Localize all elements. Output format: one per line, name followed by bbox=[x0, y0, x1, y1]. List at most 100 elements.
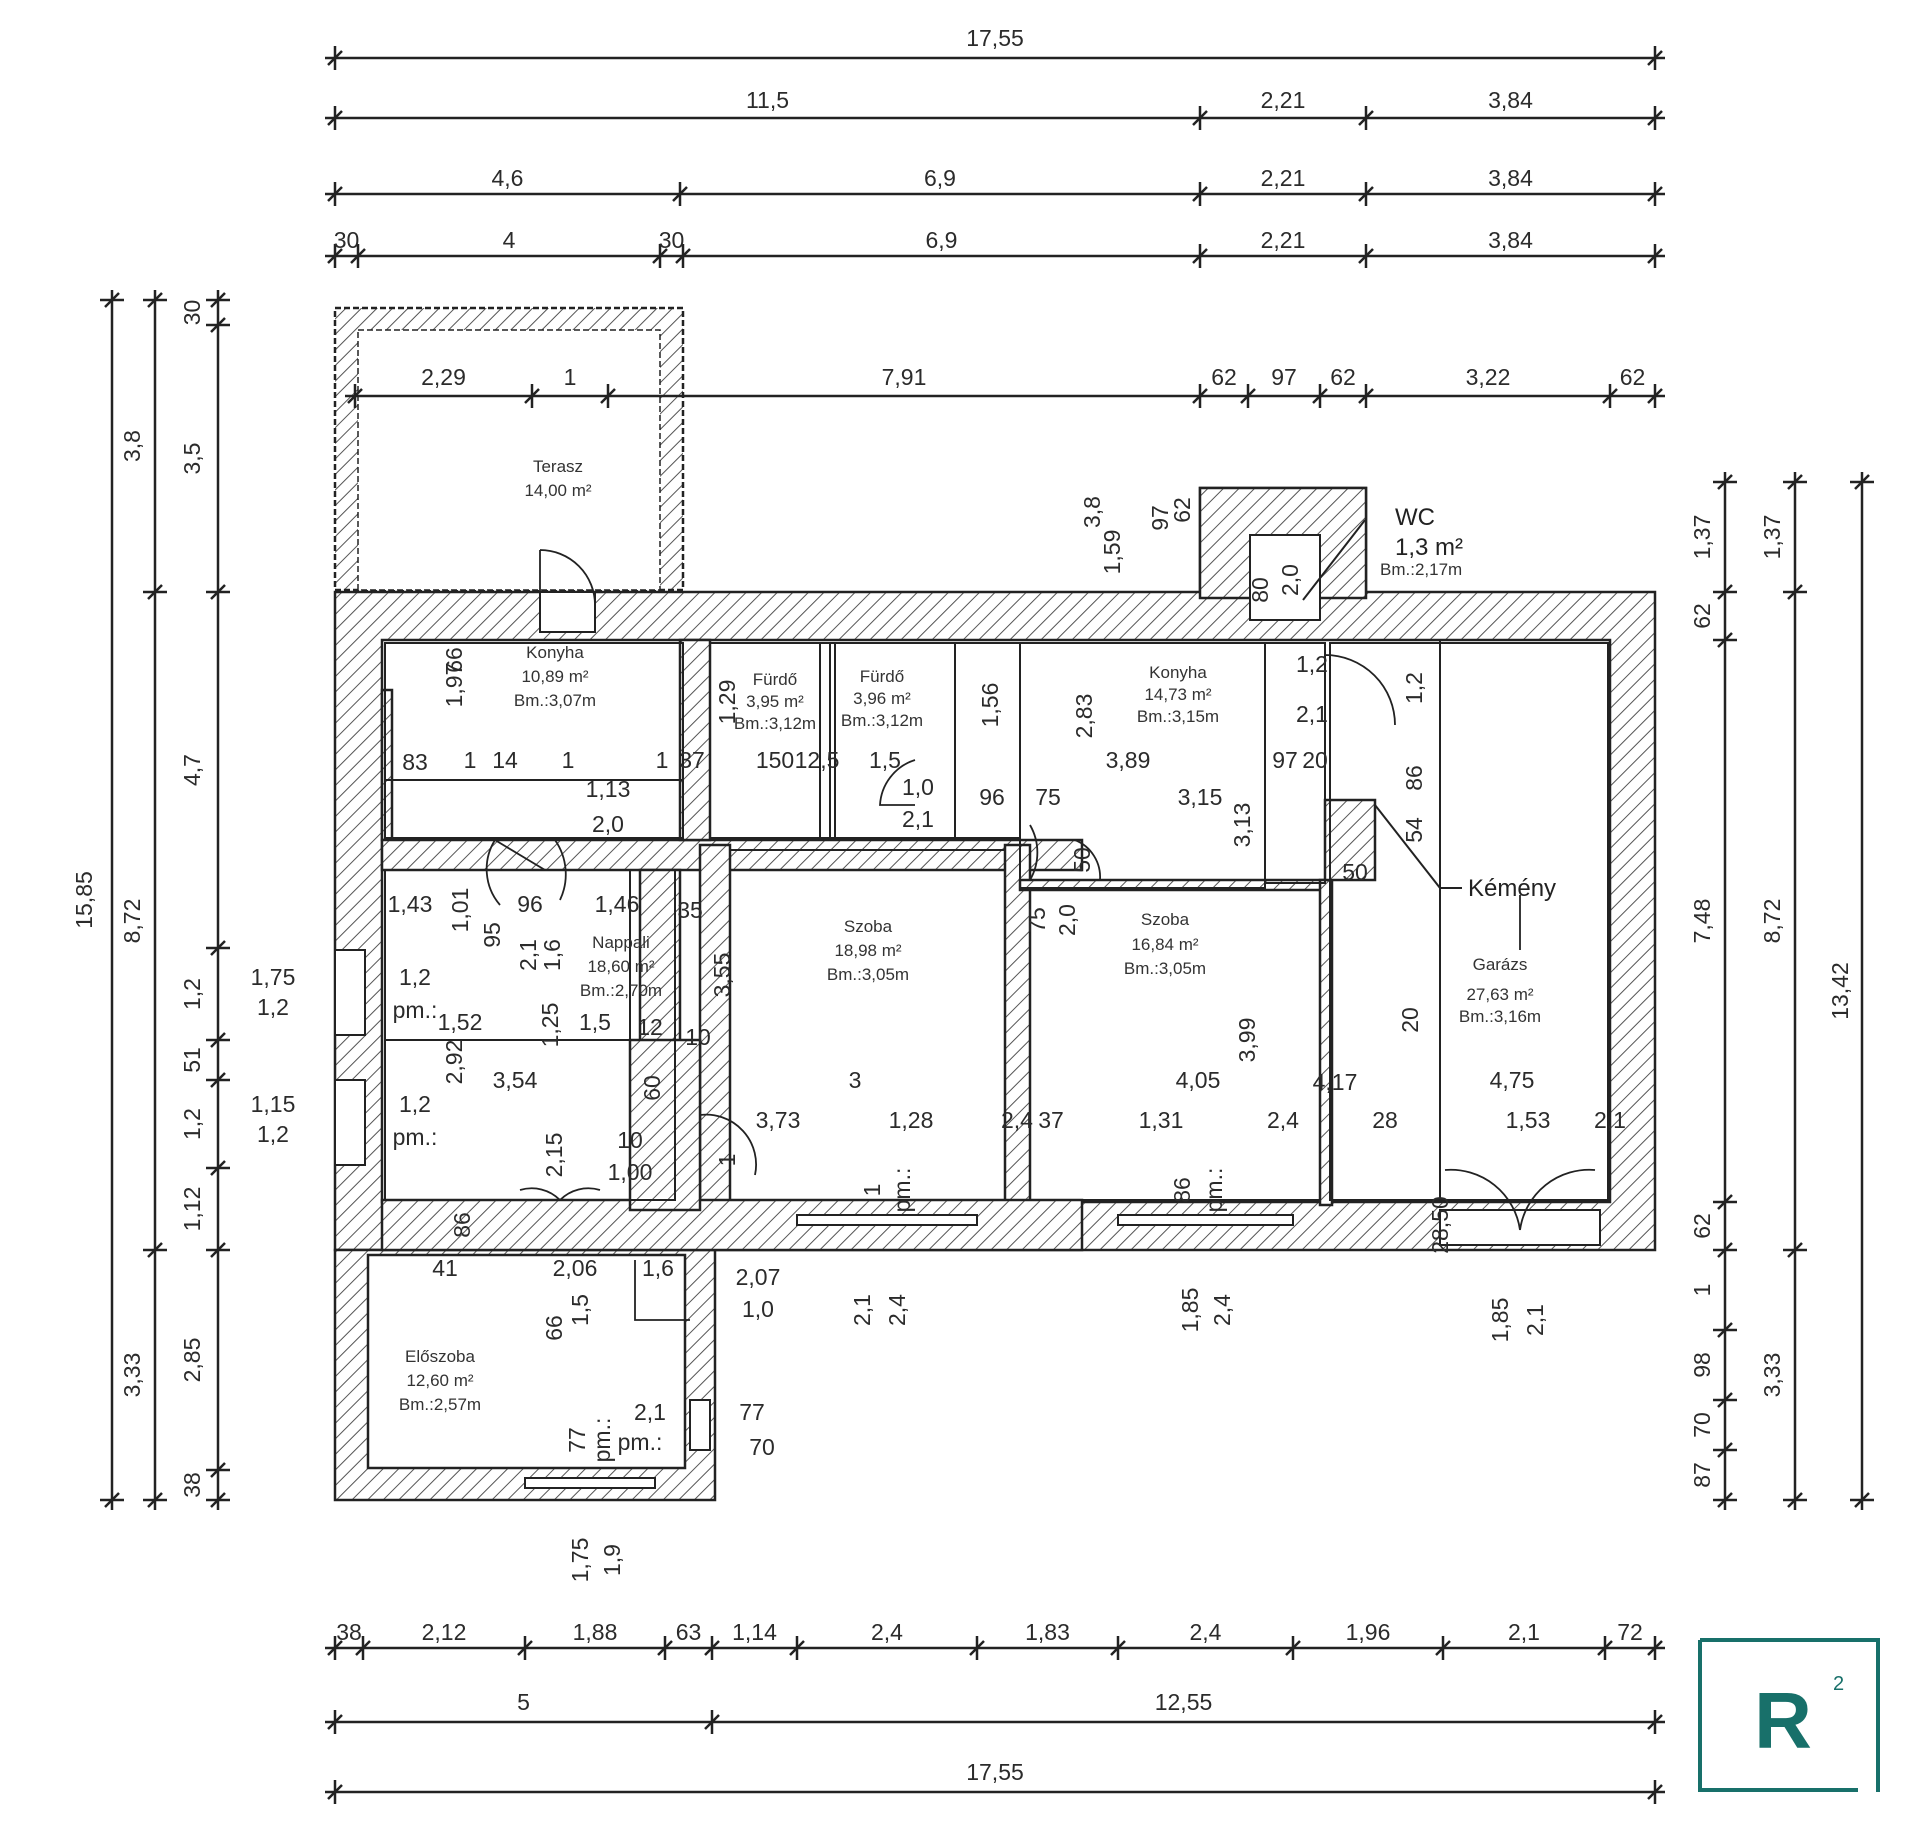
dimension-label: 2,29 bbox=[421, 364, 466, 390]
inner-dimension-label: 37 bbox=[679, 747, 705, 773]
dimension-label: 12,55 bbox=[1155, 1689, 1213, 1715]
room-height: Bm.:3,12m bbox=[734, 714, 816, 733]
dimension-label: 2,4 bbox=[1190, 1619, 1222, 1645]
room-area: 14,73 m² bbox=[1144, 685, 1211, 704]
room-area: 3,95 m² bbox=[746, 692, 804, 711]
dimension-label: 4,7 bbox=[179, 754, 205, 786]
room-area: 18,60 m² bbox=[587, 957, 654, 976]
room-name: WC bbox=[1395, 504, 1435, 531]
dim-bottom-3: 17,55 bbox=[325, 1759, 1665, 1804]
room-height: Bm.:3,05m bbox=[827, 965, 909, 984]
inner-dimension-label: 75 bbox=[1035, 784, 1061, 810]
inner-dimension-label: 1,2 bbox=[399, 964, 431, 990]
inner-dimension-label: 1 bbox=[859, 1184, 885, 1197]
room-name: Fürdő bbox=[860, 667, 904, 686]
inner-dimension-label: 60 bbox=[639, 1075, 665, 1101]
inner-dimension-label: 3,54 bbox=[493, 1067, 538, 1093]
room-nappali: Nappali 18,60 m² Bm.:2,70m bbox=[580, 933, 662, 1000]
inner-dimension-label: 1,6 bbox=[642, 1255, 674, 1281]
room-name: Fürdő bbox=[753, 670, 797, 689]
room-height: Bm.:3,05m bbox=[1124, 959, 1206, 978]
room-wc: WC 1,3 m² Bm.:2,17m bbox=[1302, 504, 1463, 601]
inner-dimension-label: 3,99 bbox=[1234, 1018, 1260, 1063]
dimension-label: 1,96 bbox=[1346, 1619, 1391, 1645]
dimension-label: 62 bbox=[1620, 364, 1646, 390]
dimension-label: 1,37 bbox=[1759, 515, 1785, 560]
inner-dimension-label: 3,15 bbox=[1178, 784, 1223, 810]
dimension-label: 3,8 bbox=[119, 430, 145, 462]
inner-dimension-label: 2,0 bbox=[1054, 904, 1080, 936]
inner-dimension-label: pm.: bbox=[618, 1429, 663, 1455]
dimension-label: 38 bbox=[336, 1619, 362, 1645]
logo-sup: 2 bbox=[1833, 1673, 1844, 1695]
dimension-label: 17,55 bbox=[966, 25, 1024, 51]
inner-dimension-label: 1,00 bbox=[608, 1159, 653, 1185]
room-area: 10,89 m² bbox=[521, 667, 588, 686]
inner-dimension-label: 2,1 bbox=[1522, 1304, 1548, 1336]
room-furdo-1: Fürdő 3,95 m² Bm.:3,12m bbox=[734, 670, 816, 733]
room-terasz: Terasz 14,00 m² bbox=[524, 457, 591, 500]
dim-left-2: 3,8 8,72 3,33 bbox=[119, 290, 167, 1510]
inner-dimension-label: 1,15 bbox=[251, 1091, 296, 1117]
inner-dimension-label: 1,2 bbox=[257, 1121, 289, 1147]
inner-dimension-label: 3,73 bbox=[756, 1107, 801, 1133]
dimension-label: 51 bbox=[179, 1047, 205, 1073]
inner-dimension-label: 96 bbox=[979, 784, 1005, 810]
inner-dimension-label: 1 bbox=[656, 747, 669, 773]
inner-dimension-label: 83 bbox=[402, 749, 428, 775]
inner-dimension-label: 28,50 bbox=[1427, 1196, 1453, 1254]
room-name: Szoba bbox=[844, 917, 893, 936]
dimension-label: 3,22 bbox=[1466, 364, 1511, 390]
inner-dimension-label: 20 bbox=[1302, 747, 1328, 773]
inner-dimension-label: 97 bbox=[1272, 747, 1298, 773]
inner-dimension-label: 97 bbox=[1147, 505, 1173, 531]
inner-dimension-label: 2,07 bbox=[736, 1264, 781, 1290]
dimension-label: 62 bbox=[1689, 1213, 1715, 1239]
dimension-label: 1,14 bbox=[732, 1619, 777, 1645]
inner-dimension-label: 3 bbox=[849, 1067, 862, 1093]
dimension-label: 3,33 bbox=[119, 1353, 145, 1398]
inner-dimension-label: 2,1 bbox=[849, 1294, 875, 1326]
inner-dimension-label: 2,83 bbox=[1071, 694, 1097, 739]
inner-dimension-label: 86 bbox=[449, 1212, 475, 1238]
inner-dimension-label: 2,4 bbox=[1267, 1107, 1299, 1133]
inner-dimension-label: 1,56 bbox=[977, 683, 1003, 728]
inner-dimension-label: 2,1 bbox=[515, 939, 541, 971]
dimension-label: 6,9 bbox=[924, 165, 956, 191]
inner-dimension-label: 14 bbox=[492, 747, 518, 773]
logo-letter: R bbox=[1754, 1676, 1812, 1765]
dimension-label: 70 bbox=[1689, 1412, 1715, 1438]
chimney-label: Kémény bbox=[1468, 875, 1556, 902]
room-area: 14,00 m² bbox=[524, 481, 591, 500]
inner-dimension-label: pm.: bbox=[589, 1418, 615, 1463]
inner-dimension-label: 28 bbox=[1372, 1107, 1398, 1133]
dimension-label: 8,72 bbox=[119, 899, 145, 944]
dimension-label: 38 bbox=[179, 1472, 205, 1498]
dimension-label: 62 bbox=[1330, 364, 1356, 390]
room-height: Bm.:2,57m bbox=[399, 1395, 481, 1414]
dimension-label: 98 bbox=[1689, 1352, 1715, 1378]
room-konyha-1: Konyha 10,89 m² Bm.:3,07m bbox=[514, 643, 596, 710]
dim-left-1: 15,85 bbox=[71, 290, 124, 1510]
inner-dimension-label: 10 bbox=[685, 1024, 711, 1050]
inner-dimension-label: 12 bbox=[637, 1014, 663, 1040]
inner-dimension-label: 1,75 bbox=[567, 1538, 593, 1583]
room-height: Bm.:3,12m bbox=[841, 711, 923, 730]
room-name: Garázs bbox=[1473, 955, 1528, 974]
inner-dimension-label: 50 bbox=[1069, 847, 1095, 873]
inner-dimension-label: 70 bbox=[749, 1434, 775, 1460]
inner-dimension-label: 2,92 bbox=[441, 1040, 467, 1085]
dimension-label: 1 bbox=[564, 364, 577, 390]
inner-dimension-label: 86 bbox=[1169, 1177, 1195, 1203]
dimension-label: 7,91 bbox=[882, 364, 927, 390]
inner-dimension-label: 1,59 bbox=[1099, 530, 1125, 575]
room-name: Terasz bbox=[533, 457, 583, 476]
inner-dimension-label: 1,85 bbox=[1177, 1288, 1203, 1333]
dimension-label: 2,21 bbox=[1261, 165, 1306, 191]
